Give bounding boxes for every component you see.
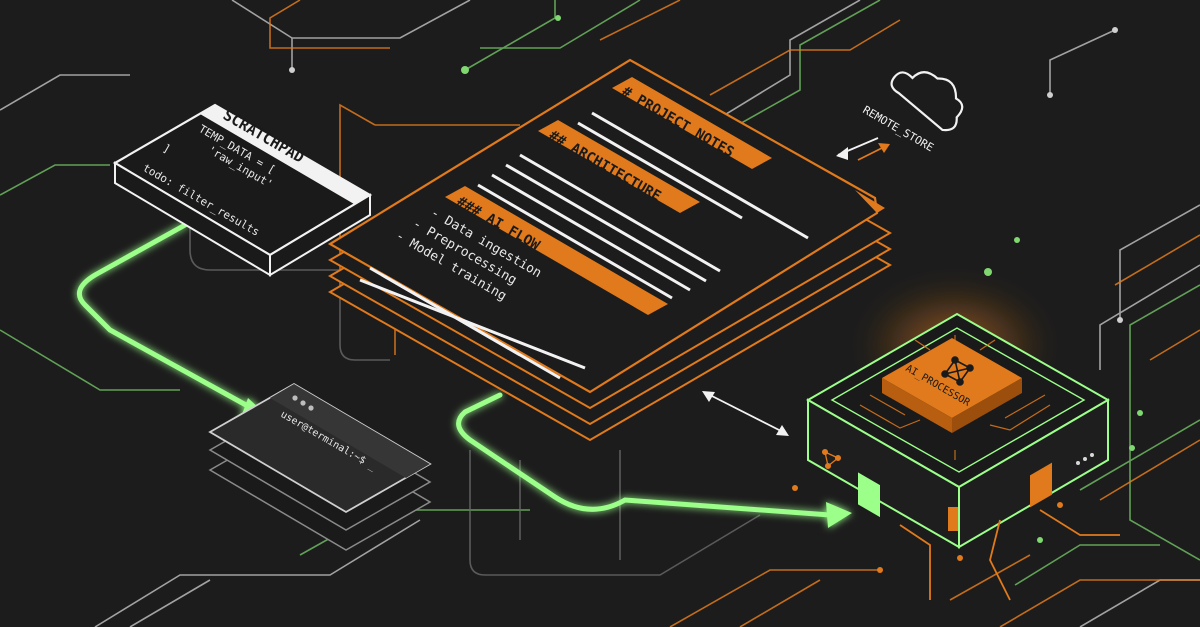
notes-heading-band — [538, 120, 700, 213]
scratchpad-card[interactable]: SCRATCHPAD TEMP_DATA = [ 'raw_input' ] t… — [112, 103, 373, 277]
neural-network-icon — [821, 448, 842, 470]
notes-heading-band — [612, 77, 772, 169]
flow-scratchpad-to-terminal — [76, 222, 258, 413]
notes-page-fold — [855, 190, 885, 213]
port-orange — [1030, 462, 1052, 508]
neural-network-icon — [941, 356, 974, 386]
notes-heading-band — [445, 186, 668, 315]
remote-store[interactable]: REMOTE_STORE — [836, 56, 973, 161]
cloud-icon — [890, 71, 964, 132]
sync-arrows — [836, 137, 890, 161]
window-controls — [292, 395, 314, 411]
bidirectional-arrow — [702, 391, 789, 436]
project-notes-stack[interactable]: # PROJECT_NOTES ## ARCHITECTURE ### AI_F… — [327, 58, 893, 442]
status-leds — [1076, 453, 1094, 465]
flow-arrowhead-processor — [826, 502, 852, 528]
port-orange-small — [948, 507, 958, 531]
ai-processor-chip[interactable]: AI_PROCESSOR — [805, 285, 1120, 601]
port-green — [858, 472, 880, 518]
terminal-window[interactable]: user@terminal:~$ _ — [208, 382, 432, 551]
scratchpad-title-bar — [200, 105, 370, 204]
flow-notes-to-processor — [456, 392, 833, 518]
